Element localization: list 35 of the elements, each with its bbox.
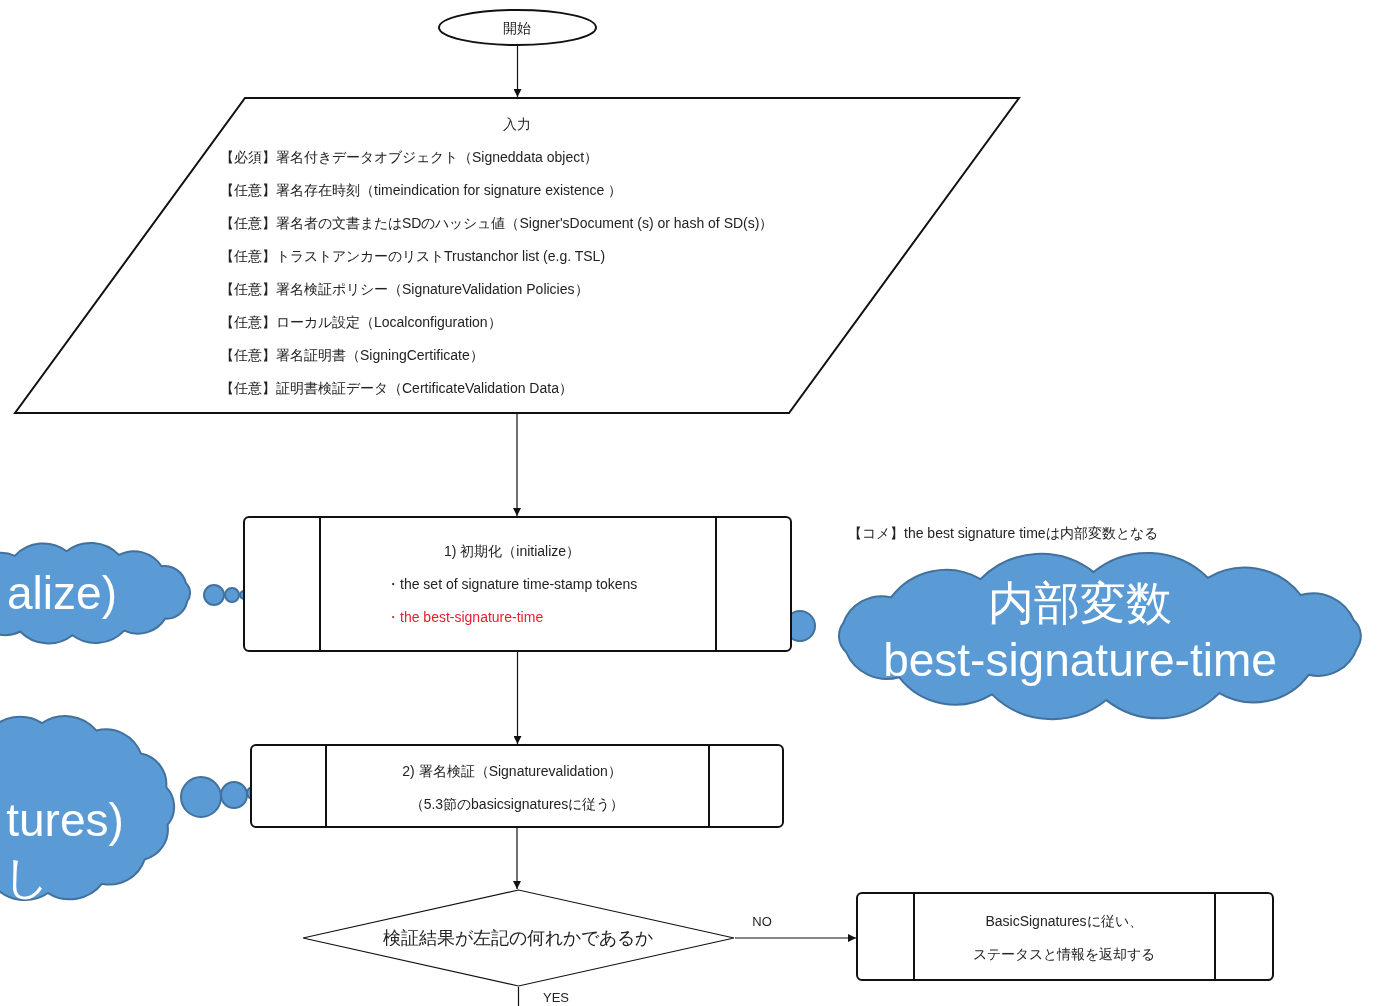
edge-label: NO xyxy=(751,914,773,928)
node-text: 【任意】署名者の文書またはSDのハッシュ値（Signer'sDocument (s) or hash of SD(s)） xyxy=(220,216,774,230)
node-text: 【任意】署名存在時刻（timeindication for signature existence ） xyxy=(220,183,623,197)
node-text: ・the best-signature-time xyxy=(386,610,544,624)
node-text: 2) 署名検証（Signaturevalidation） xyxy=(402,764,622,778)
process-box xyxy=(856,892,1274,981)
comment-text: 【コメ】the best signature timeは内部変数となる xyxy=(848,526,1158,540)
arrow xyxy=(513,651,522,745)
node-text: 【任意】ローカル設定（Localconfiguration） xyxy=(220,315,502,329)
cloud-text: し xyxy=(2,854,50,900)
node-text: 【任意】証明書検証データ（CertificateValidation Data） xyxy=(220,381,573,395)
arrow xyxy=(734,934,857,942)
edge-label: YES xyxy=(542,990,570,1004)
node-text: 【必須】署名付きデータオブジェクト（Signeddata object） xyxy=(220,150,599,164)
process-box xyxy=(243,516,792,652)
node-text: 開始 xyxy=(503,21,531,35)
heading-text: 入力 xyxy=(503,117,531,131)
decision-diamond xyxy=(302,889,735,987)
node-text: ステータスと情報を返却する xyxy=(973,947,1155,961)
process-box xyxy=(250,744,784,828)
node-text: BasicSignaturesに従い、 xyxy=(985,914,1143,928)
node-text: 1) 初期化（initialize） xyxy=(443,544,581,558)
node-text: （5.3節のbasicsignaturesに従う） xyxy=(409,797,625,811)
input-parallelogram xyxy=(14,97,1020,414)
node-text: 【任意】署名証明書（SigningCertificate） xyxy=(220,348,484,362)
arrow xyxy=(513,827,521,890)
arrow xyxy=(513,45,522,98)
node-text: 【任意】署名検証ポリシー（SignatureValidation Policies） xyxy=(220,282,589,296)
start-terminal xyxy=(438,9,597,46)
connector-line xyxy=(517,986,520,1006)
node-text: 検証結果が左記の何れかであるか xyxy=(383,929,653,947)
node-text: ・the set of signature time-stamp tokens xyxy=(386,577,638,591)
arrow xyxy=(513,413,521,517)
node-text: 【任意】トラストアンカーのリストTrustanchor list (e.g. TSL) xyxy=(220,249,606,263)
cloud-text: 内部変数 xyxy=(988,580,1172,626)
